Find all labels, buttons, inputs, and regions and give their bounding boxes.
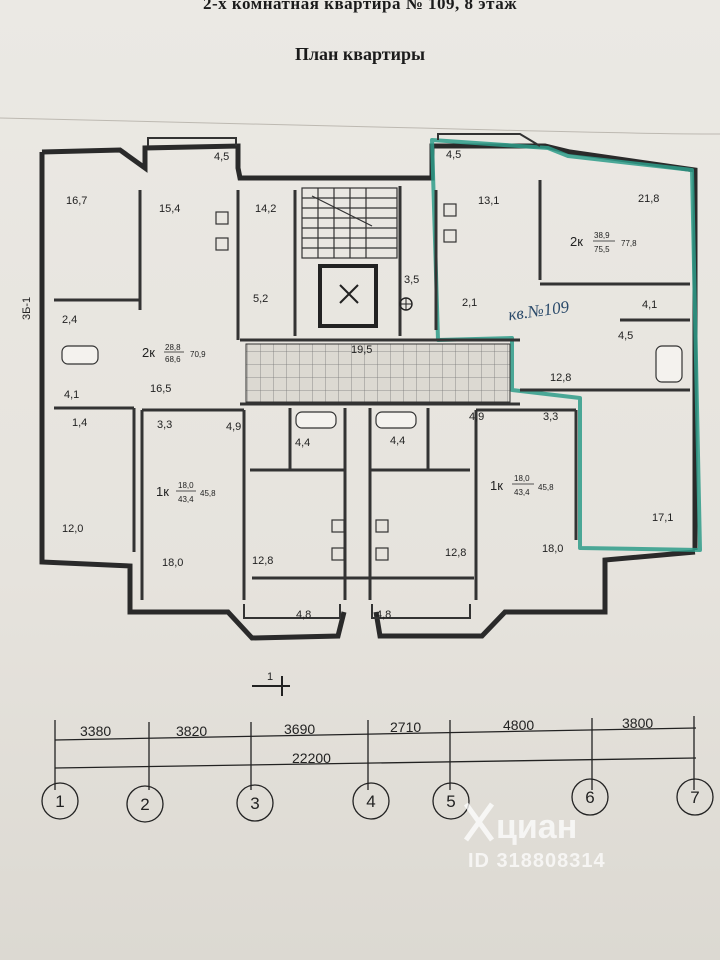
room-area-12-8-left: 12,8: [252, 555, 273, 567]
apt-type: 1к: [490, 478, 503, 493]
dimension-lines: [54, 716, 697, 790]
document-title: 2-х комнатная квартира № 109, 8 этаж: [202, 0, 518, 13]
room-area-12-8-right-top: 12,8: [550, 372, 571, 384]
dim-total: 22200: [292, 750, 331, 766]
vertical-section-label: 3Б-1: [21, 297, 33, 320]
room-area-15-4: 15,4: [159, 203, 180, 215]
svg-text:1: 1: [55, 792, 64, 811]
axis-1: 1: [41, 782, 79, 820]
room-area-16-7: 16,7: [66, 195, 87, 207]
cian-logo-icon: [463, 802, 495, 842]
apartment-1k-left: 1к 18,0 43,4 45,8: [156, 481, 216, 504]
balcony-area-4-8-right: 4,8: [376, 609, 391, 621]
axis-5: 5: [432, 782, 470, 820]
handwritten-apartment-number: кв.№109: [507, 297, 571, 324]
balcony-area-4-5-top-right: 4,5: [446, 149, 461, 161]
room-area-2-4: 2,4: [62, 314, 77, 326]
axis-6: 6: [571, 778, 609, 816]
apartment-1k-right: 1к 18,0 43,4 45,8: [490, 474, 554, 497]
room-area-12-0: 12,0: [62, 523, 83, 535]
svg-text:6: 6: [585, 788, 594, 807]
room-area-4-4-right: 4,4: [390, 435, 405, 447]
apt-living-area: 38,9: [594, 231, 610, 240]
room-labels: 16,7 15,4 14,2 13,1 21,8 4,5 4,5 4,5 2,4…: [62, 149, 673, 621]
dim-span-6: 3800: [622, 715, 653, 731]
balcony-area-4-5-top-left: 4,5: [214, 151, 229, 163]
dim-span-1: 3380: [80, 723, 111, 739]
dim-span-2: 3820: [176, 723, 207, 739]
room-area-4-5: 4,5: [618, 330, 633, 342]
svg-text:7: 7: [690, 788, 699, 807]
room-area-4-9-right: 4,9: [469, 411, 484, 423]
elevator-shaft: [318, 264, 378, 328]
apt-living-area: 18,0: [178, 481, 194, 490]
apt-living-area: 28,8: [165, 343, 181, 352]
svg-text:3: 3: [250, 794, 259, 813]
room-area-17-1: 17,1: [652, 512, 673, 524]
section-mark: 1: [252, 671, 290, 696]
bathtubs: [61, 345, 683, 429]
corridor-area-19-5: 19,5: [351, 344, 372, 356]
apt-total-area: 75,5: [594, 245, 610, 254]
room-area-3-3-left: 3,3: [157, 419, 172, 431]
room-area-3-5: 3,5: [404, 274, 419, 286]
corridor-tiles: [245, 343, 511, 403]
room-area-18-0-right: 18,0: [542, 543, 563, 555]
vent-shaft-symbol: [399, 297, 413, 311]
apartment-2k-right: 2к 38,9 75,5 77,8: [570, 231, 637, 254]
axis-4: 4: [352, 782, 390, 820]
apt-total-area: 43,4: [178, 495, 194, 504]
grid-axes: 1 2 3 4 5 6 7: [41, 778, 714, 823]
interior-walls: [54, 180, 690, 600]
apt-type: 2к: [142, 345, 155, 360]
axis-3: 3: [236, 784, 274, 822]
axis-2: 2: [126, 785, 164, 823]
apartment-labels: 2к 28,8 68,6 70,9 2к 38,9 75,5 77,8 1к 1…: [142, 231, 637, 504]
stairwell: [301, 187, 398, 259]
room-area-4-4-left: 4,4: [295, 437, 310, 449]
room-area-5-2: 5,2: [253, 293, 268, 305]
room-area-1-4: 1,4: [72, 417, 87, 429]
kitchen-stoves: [215, 203, 457, 561]
room-area-14-2: 14,2: [255, 203, 276, 215]
svg-text:1: 1: [267, 671, 273, 683]
apt-type: 2к: [570, 234, 583, 249]
balconies: [147, 133, 541, 619]
room-area-4-1-left: 4,1: [64, 389, 79, 401]
room-area-21-8: 21,8: [638, 193, 659, 205]
svg-text:4: 4: [366, 792, 375, 811]
apartment-2k-left: 2к 28,8 68,6 70,9: [142, 343, 206, 364]
apt-total-with-balcony: 77,8: [621, 239, 637, 248]
svg-text:2: 2: [140, 795, 149, 814]
room-area-13-1: 13,1: [478, 195, 499, 207]
apt-total-area: 68,6: [165, 355, 181, 364]
dim-span-4: 2710: [390, 719, 421, 735]
dim-span-3: 3690: [284, 721, 315, 737]
dimension-values: 3380 3820 3690 2710 4800 3800 22200: [80, 715, 653, 766]
room-area-2-1: 2,1: [462, 297, 477, 309]
balcony-area-4-8-left: 4,8: [296, 609, 311, 621]
room-area-18-0-left: 18,0: [162, 557, 183, 569]
apt-total-area: 43,4: [514, 488, 530, 497]
watermark-id: ID 318808314: [468, 850, 606, 872]
axis-7: 7: [676, 778, 714, 816]
apt-living-area: 18,0: [514, 474, 530, 483]
room-area-12-8-center: 12,8: [445, 547, 466, 559]
svg-text:5: 5: [446, 792, 455, 811]
watermark-brand: циан: [496, 808, 578, 846]
dim-span-5: 4800: [503, 717, 534, 733]
outer-walls: [39, 143, 698, 641]
paper-fold-line: [0, 117, 720, 135]
plan-subtitle: План квартиры: [294, 44, 426, 64]
apt-type: 1к: [156, 484, 169, 499]
apt-total-with-balcony: 45,8: [200, 489, 216, 498]
room-area-3-3-right: 3,3: [543, 411, 558, 423]
apt-total-with-balcony: 45,8: [538, 483, 554, 492]
room-area-4-1-right: 4,1: [642, 299, 657, 311]
apt-total-with-balcony: 70,9: [190, 350, 206, 359]
room-area-4-9-left: 4,9: [226, 421, 241, 433]
room-area-16-5: 16,5: [150, 383, 171, 395]
